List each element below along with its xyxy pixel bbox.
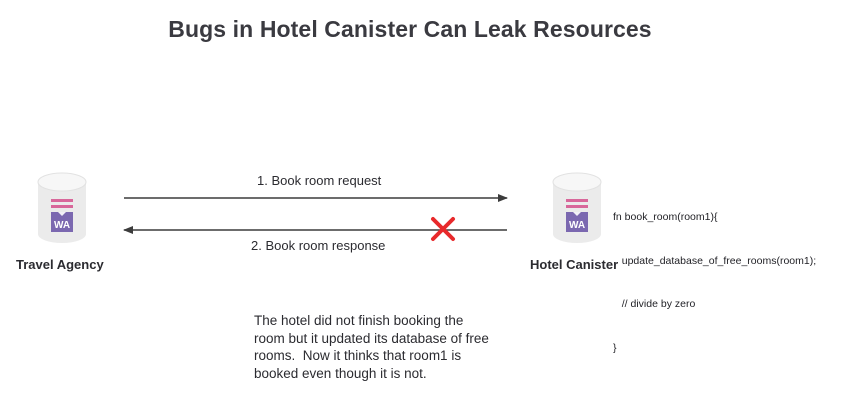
hotel-canister-label: Hotel Canister <box>530 257 619 272</box>
page-title: Bugs in Hotel Canister Can Leak Resource… <box>168 16 652 42</box>
travel-agency-label: Travel Agency <box>16 257 104 272</box>
travel-agency-canister-icon: WA <box>37 172 87 243</box>
code-line: update_database_of_free_rooms(room1); <box>613 254 817 267</box>
code-line: } <box>613 341 617 354</box>
explanation-note: The hotel did not finish booking the roo… <box>254 312 516 382</box>
code-line: fn book_room(room1){ <box>613 211 718 223</box>
hotel-canister-icon: WA <box>552 172 602 243</box>
travel-agency-badge: WA <box>54 220 70 231</box>
request-arrow-label: 1. Book room request <box>257 173 382 188</box>
code-line: // divide by zero <box>613 298 696 310</box>
code-snippet: fn book_room(room1){ update_database_of_… <box>613 181 816 384</box>
note-line: booked even though it is not. <box>254 365 427 381</box>
note-line: rooms. Now it thinks that room1 is <box>254 348 462 363</box>
note-line: The hotel did not finish booking the <box>254 313 464 328</box>
hotel-canister-badge: WA <box>569 220 585 231</box>
failure-x-icon <box>431 217 455 241</box>
note-line: room but it updated its database of free <box>254 330 489 346</box>
response-arrow-label: 2. Book room response <box>251 238 386 253</box>
